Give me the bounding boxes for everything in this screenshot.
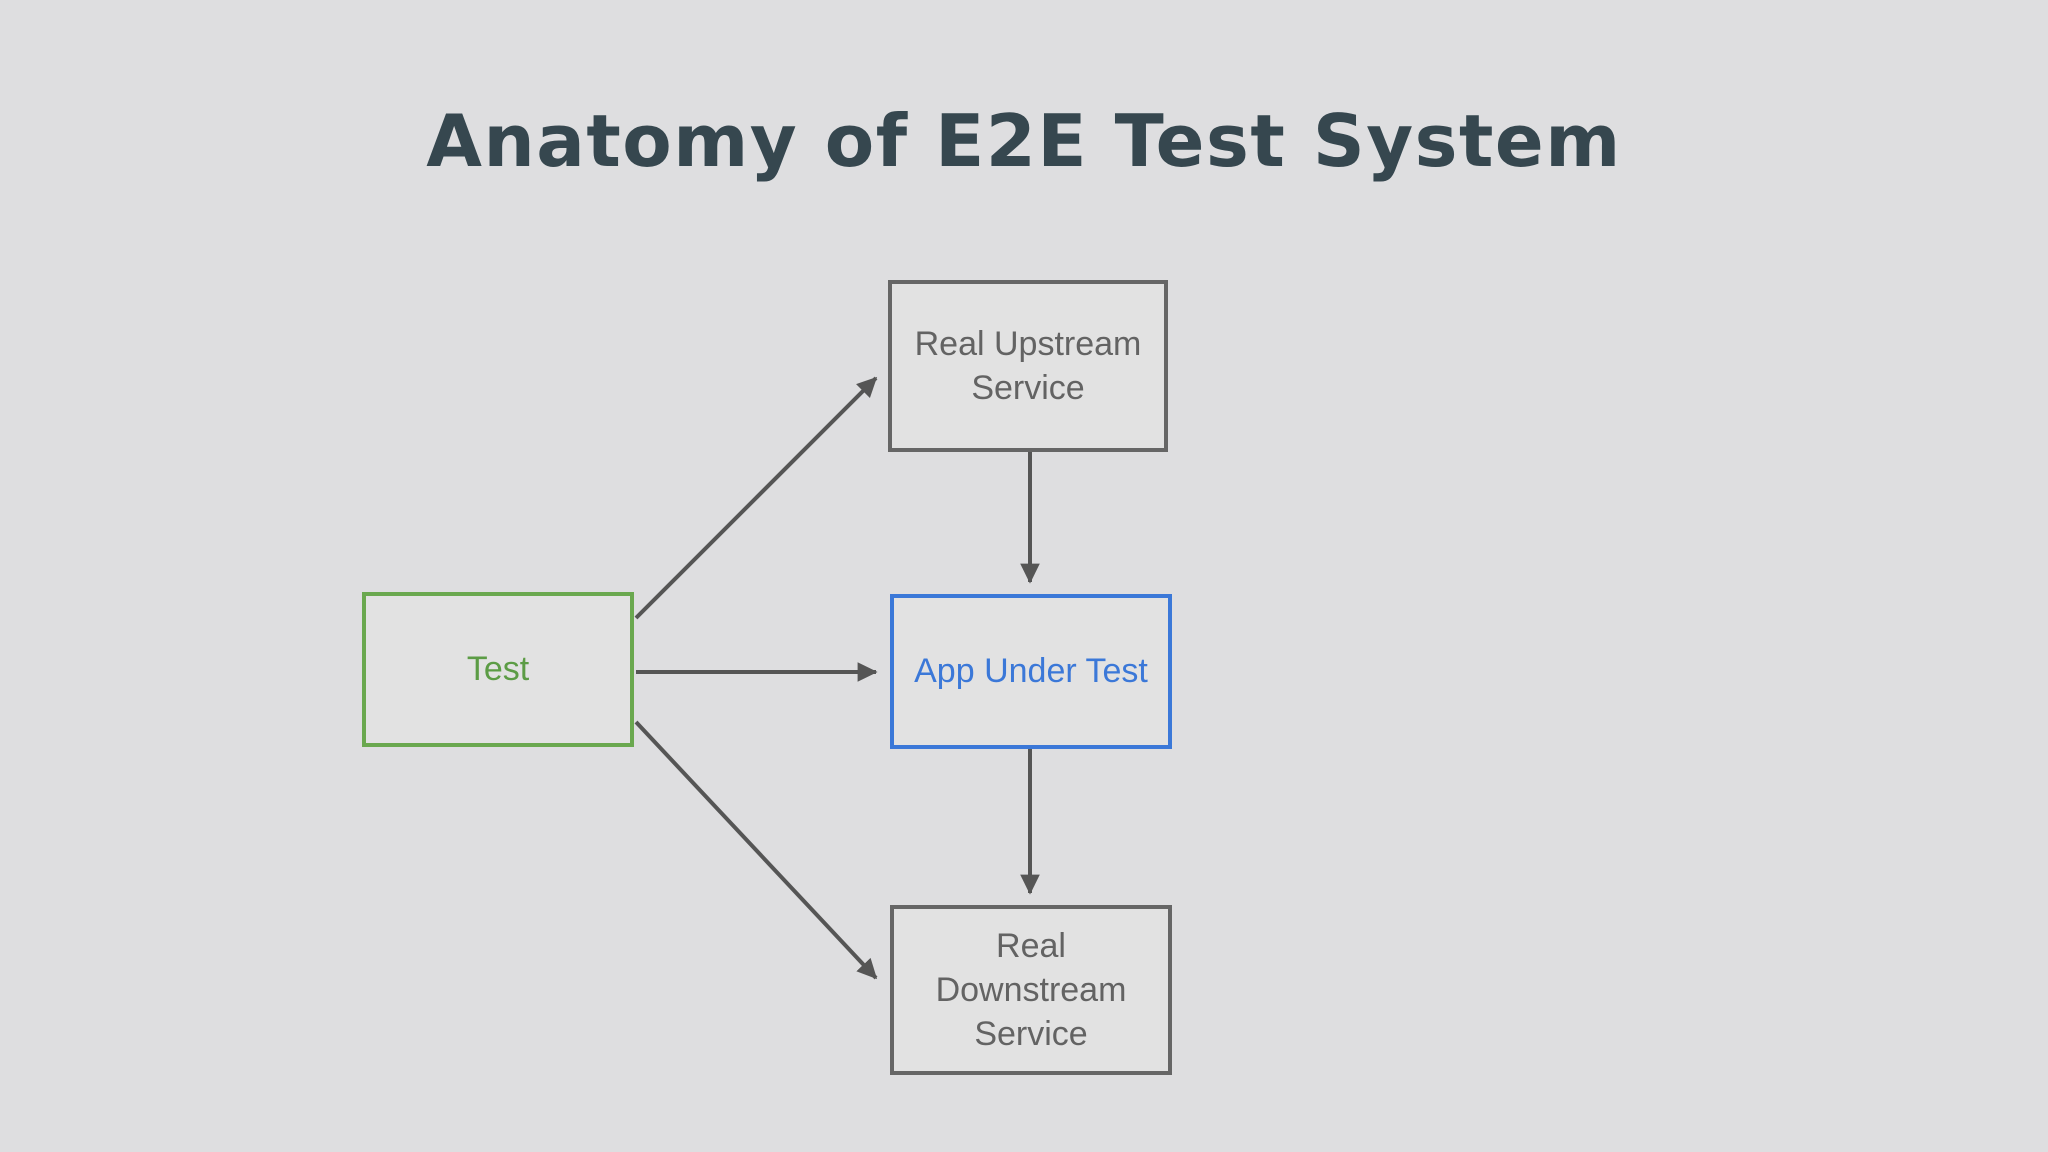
node-real-downstream-service[interactable]: Real Downstream Service [890, 905, 1172, 1075]
edge-test-to-upstream [634, 376, 878, 620]
node-app-under-test[interactable]: App Under Test [890, 594, 1172, 749]
node-real-downstream-service-label: Real Downstream Service [935, 926, 1127, 1054]
edge-test-to-downstream [634, 720, 878, 980]
node-test-label: Test [466, 650, 530, 689]
node-test[interactable]: Test [362, 592, 634, 747]
node-real-upstream-service[interactable]: Real Upstream Service [888, 280, 1168, 452]
node-real-upstream-service-label: Real Upstream Service [914, 324, 1142, 407]
page-title: Anatomy of E2E Test System [426, 99, 1622, 183]
node-app-under-test-label: App Under Test [914, 652, 1148, 691]
